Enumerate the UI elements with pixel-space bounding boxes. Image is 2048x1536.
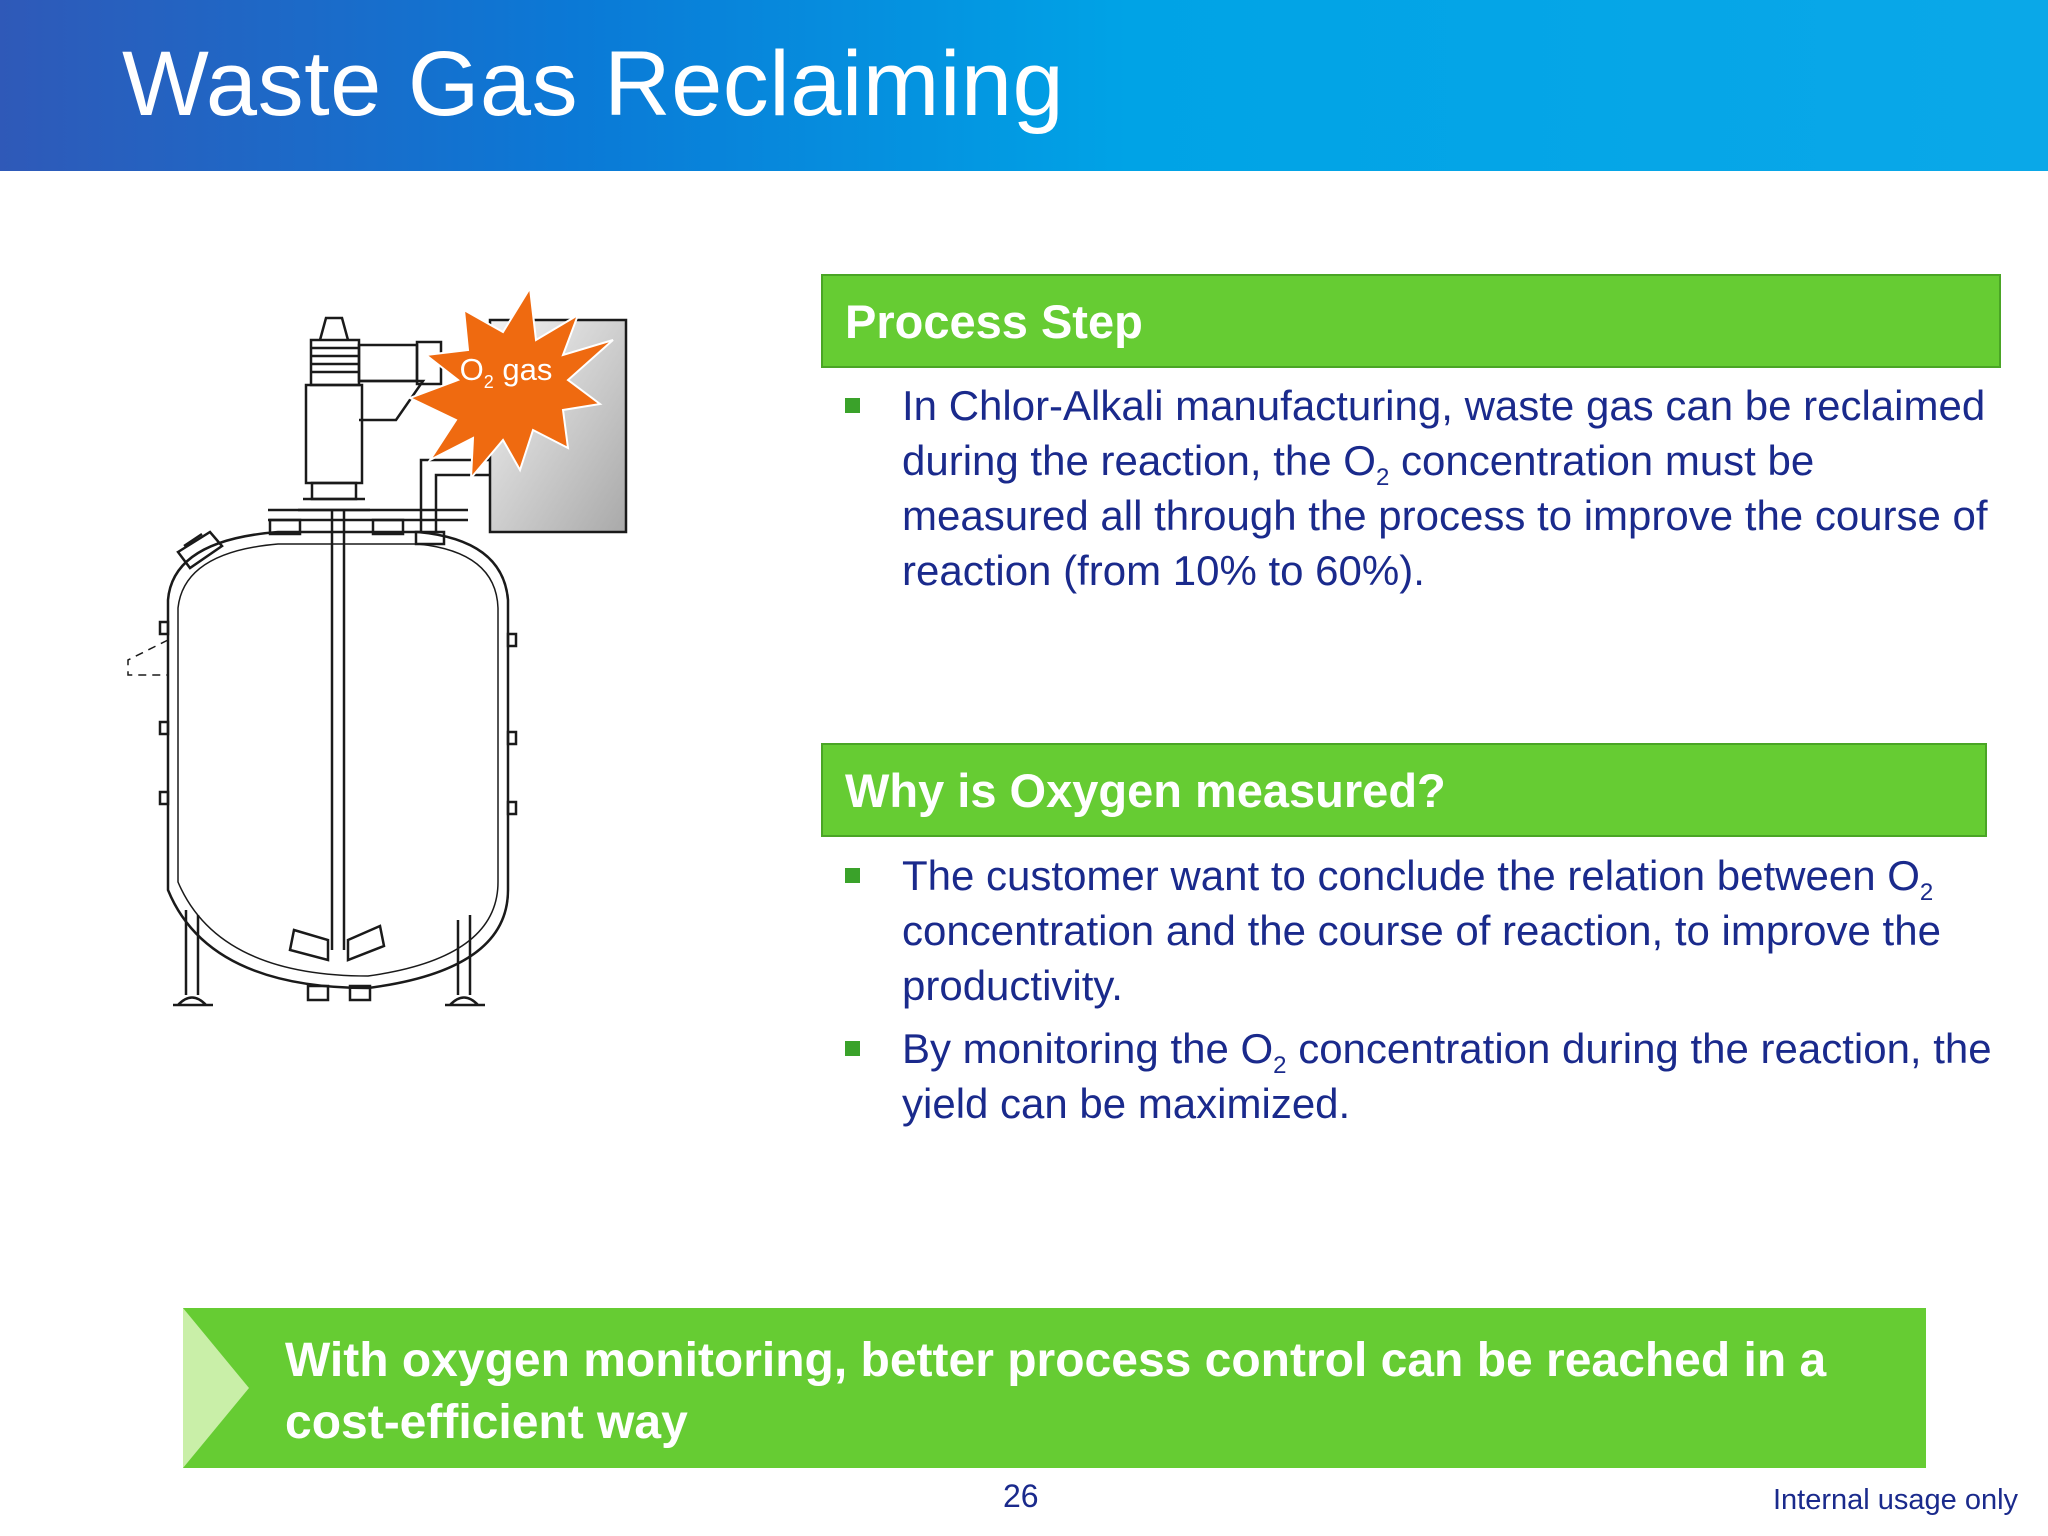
bullet-square-icon bbox=[845, 398, 860, 413]
bullet-text-a: By monitoring the O bbox=[902, 1025, 1274, 1072]
agitator-shaft bbox=[330, 510, 346, 950]
why-heading: Why is Oxygen measured? bbox=[821, 743, 1987, 837]
svg-text:O2 gas: O2 gas bbox=[460, 352, 553, 392]
list-item: By monitoring the O2 concentration durin… bbox=[845, 1021, 2005, 1131]
vessel-legs bbox=[173, 910, 485, 1007]
slide-title: Waste Gas Reclaiming bbox=[122, 33, 1065, 135]
list-item: In Chlor-Alkali manufacturing, waste gas… bbox=[845, 378, 2005, 598]
process-step-bullets: In Chlor-Alkali manufacturing, waste gas… bbox=[845, 378, 2005, 606]
conclusion-banner bbox=[183, 1308, 1926, 1468]
why-heading-text: Why is Oxygen measured? bbox=[845, 763, 1446, 817]
o2-gas-burst-icon: O2 gas bbox=[407, 285, 614, 481]
process-step-heading: Process Step bbox=[821, 274, 2001, 368]
bullet-text-a: The customer want to conclude the relati… bbox=[902, 852, 1920, 899]
burst-suffix: gas bbox=[494, 352, 553, 387]
motor-icon bbox=[298, 316, 443, 512]
list-item: The customer want to conclude the relati… bbox=[845, 848, 2005, 1013]
slide-header: Waste Gas Reclaiming bbox=[0, 0, 2048, 171]
process-step-heading-text: Process Step bbox=[845, 294, 1143, 348]
bullet-subscript: 2 bbox=[1375, 464, 1390, 491]
bullet-text-b: concentration during the reaction, the y… bbox=[902, 1025, 1992, 1127]
burst-sub: 2 bbox=[484, 372, 494, 392]
bullet-subscript: 2 bbox=[1273, 1052, 1287, 1079]
burst-label: O bbox=[460, 352, 484, 387]
bullet-subscript: 2 bbox=[1919, 879, 1934, 906]
bullet-square-icon bbox=[845, 1041, 860, 1056]
bullet-text-b: concentration and the course of reaction… bbox=[902, 907, 1941, 1009]
bullet-text-a: In Chlor-Alkali manufacturing, waste gas… bbox=[902, 382, 1986, 484]
bullet-text-b: concentration must be measured all throu… bbox=[902, 437, 1988, 594]
page-number: 26 bbox=[1003, 1478, 1039, 1514]
footer-note: Internal usage only bbox=[1773, 1484, 2019, 1516]
bullet-square-icon bbox=[845, 868, 860, 883]
why-bullets: The customer want to conclude the relati… bbox=[845, 848, 2005, 1139]
banner-chevron-icon bbox=[183, 1308, 249, 1468]
vessel-body bbox=[166, 530, 510, 990]
banner-text: With oxygen monitoring, better process c… bbox=[285, 1334, 1827, 1449]
reactor-vessel-diagram: O2 gas bbox=[127, 285, 628, 1007]
